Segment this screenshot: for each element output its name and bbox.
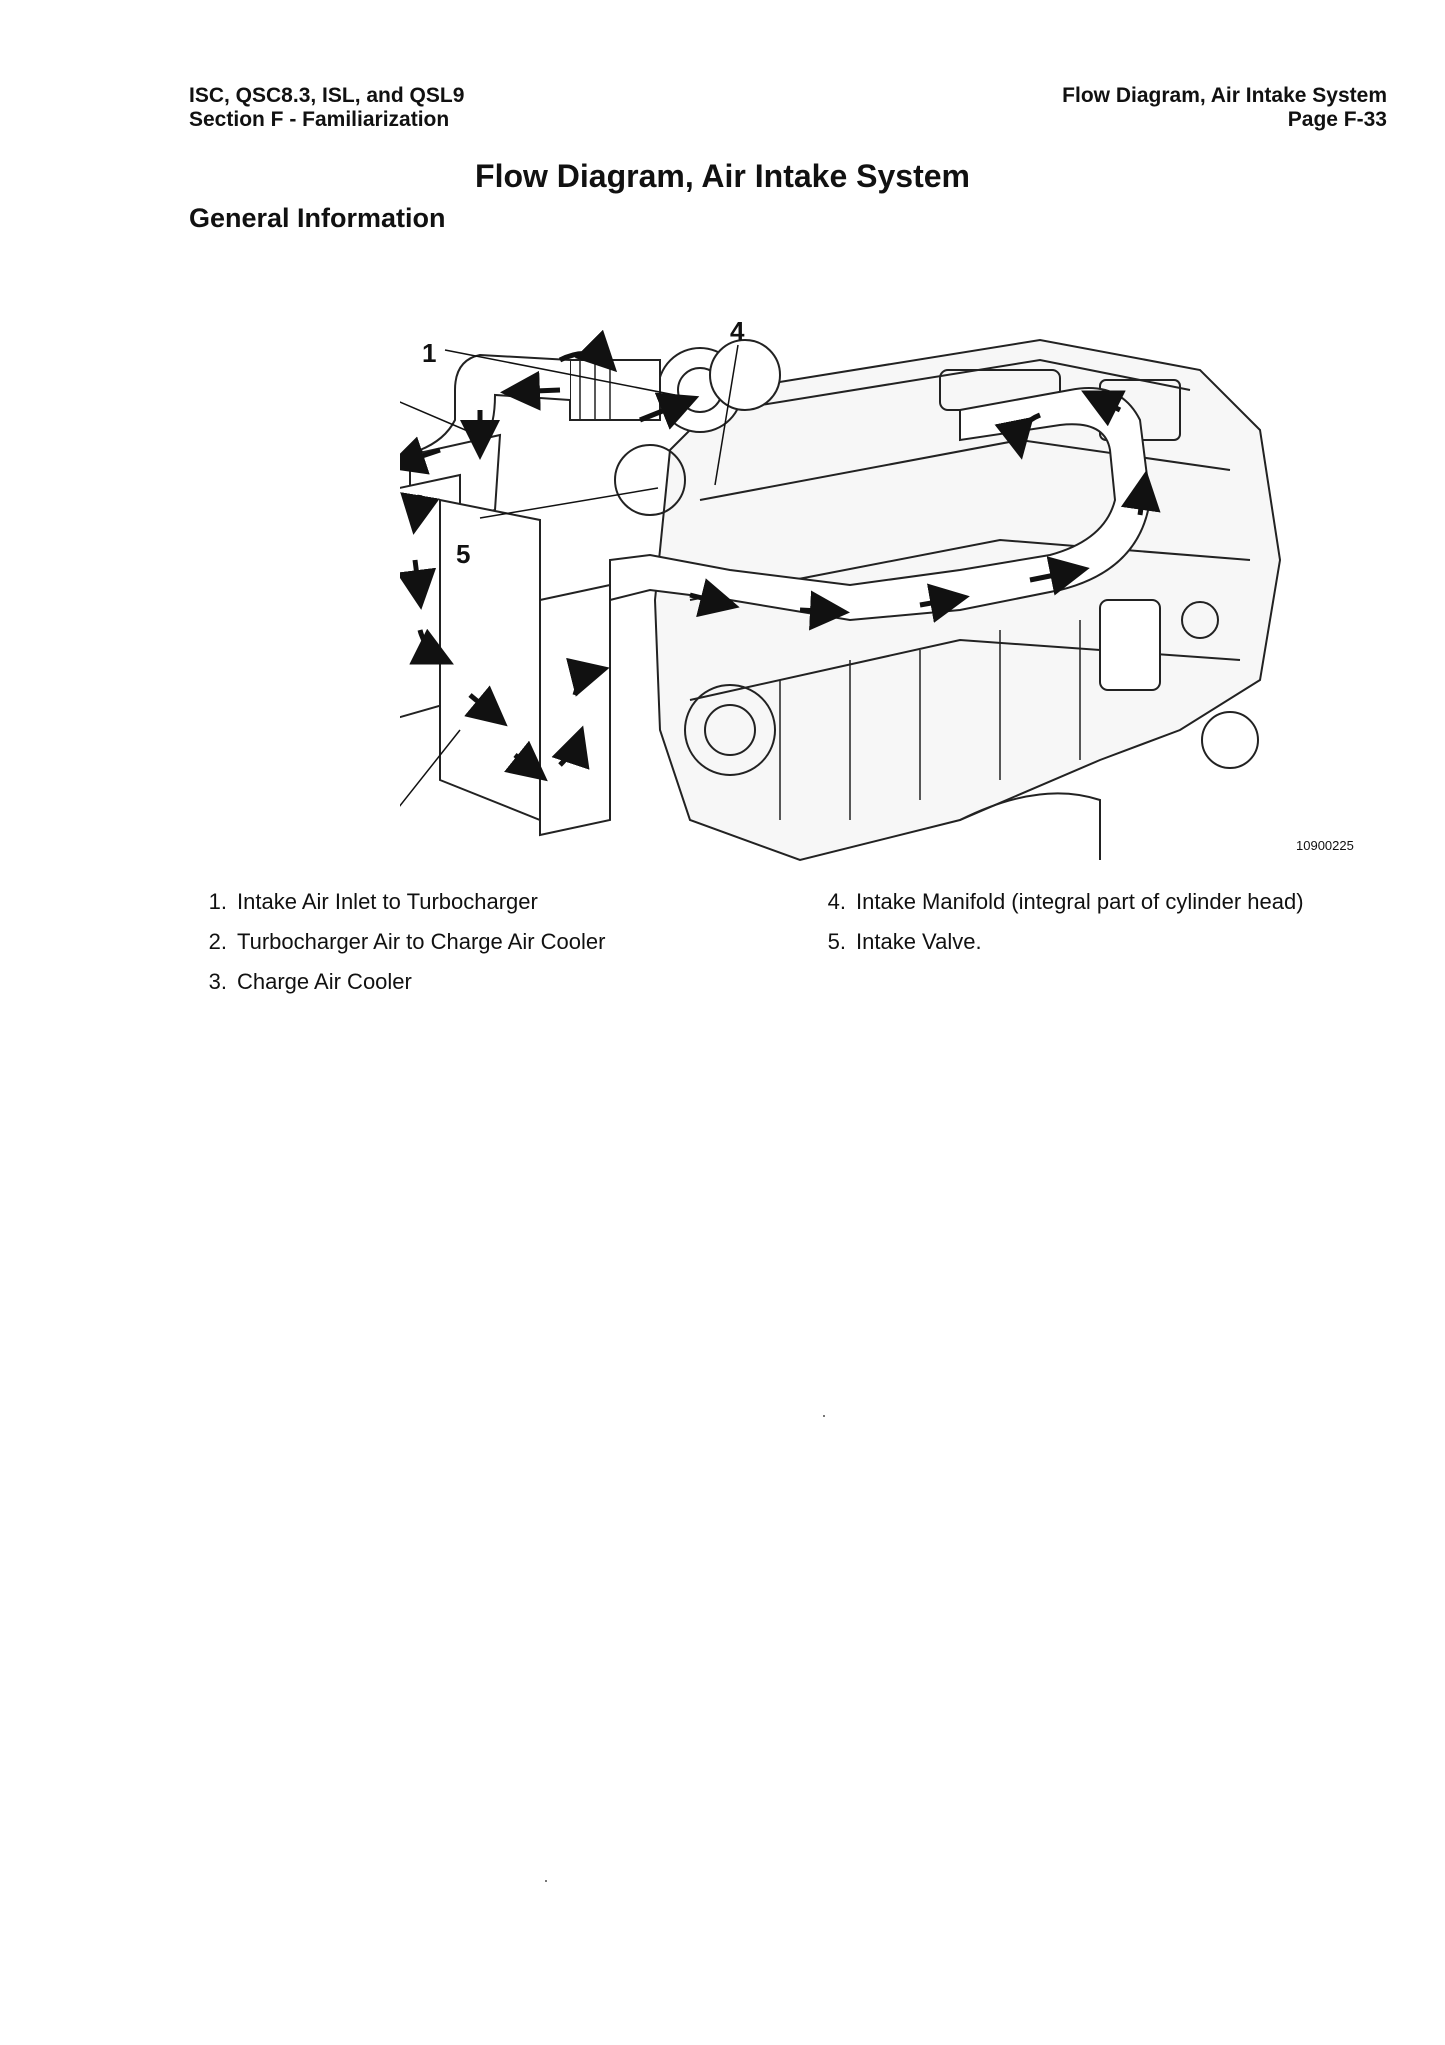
header-topic: Flow Diagram, Air Intake System	[1062, 84, 1387, 108]
header-left: ISC, QSC8.3, ISL, and QSL9 Section F - F…	[189, 84, 464, 132]
legend-right-column: 4.Intake Manifold (integral part of cyli…	[812, 882, 1304, 962]
header-right: Flow Diagram, Air Intake System Page F-3…	[1062, 84, 1387, 132]
figure-id: 10900225	[1296, 838, 1354, 853]
section-heading: General Information	[189, 203, 446, 234]
charge-air-cooler	[400, 475, 610, 835]
legend-item: 3.Charge Air Cooler	[193, 962, 605, 1002]
legend-item: 2.Turbocharger Air to Charge Air Cooler	[193, 922, 605, 962]
legend-item: 4.Intake Manifold (integral part of cyli…	[812, 882, 1304, 922]
engine-air-intake-figure: 1 2 3 4 5	[400, 300, 1360, 865]
header-page-number: Page F-33	[1062, 108, 1387, 132]
callout-4: 4	[730, 316, 745, 346]
legend-item: 1.Intake Air Inlet to Turbocharger	[193, 882, 605, 922]
callout-5: 5	[456, 539, 470, 569]
scan-speck	[545, 1880, 547, 1882]
callout-1: 1	[422, 338, 436, 368]
header-section: Section F - Familiarization	[189, 108, 464, 132]
page-title: Flow Diagram, Air Intake System	[0, 158, 1445, 195]
engine-illustration: 1 2 3 4 5	[400, 300, 1360, 865]
legend-left-column: 1.Intake Air Inlet to Turbocharger 2.Tur…	[193, 882, 605, 1002]
legend-item: 5.Intake Valve.	[812, 922, 1304, 962]
scan-speck	[823, 1415, 825, 1417]
header-model-list: ISC, QSC8.3, ISL, and QSL9	[189, 84, 464, 108]
